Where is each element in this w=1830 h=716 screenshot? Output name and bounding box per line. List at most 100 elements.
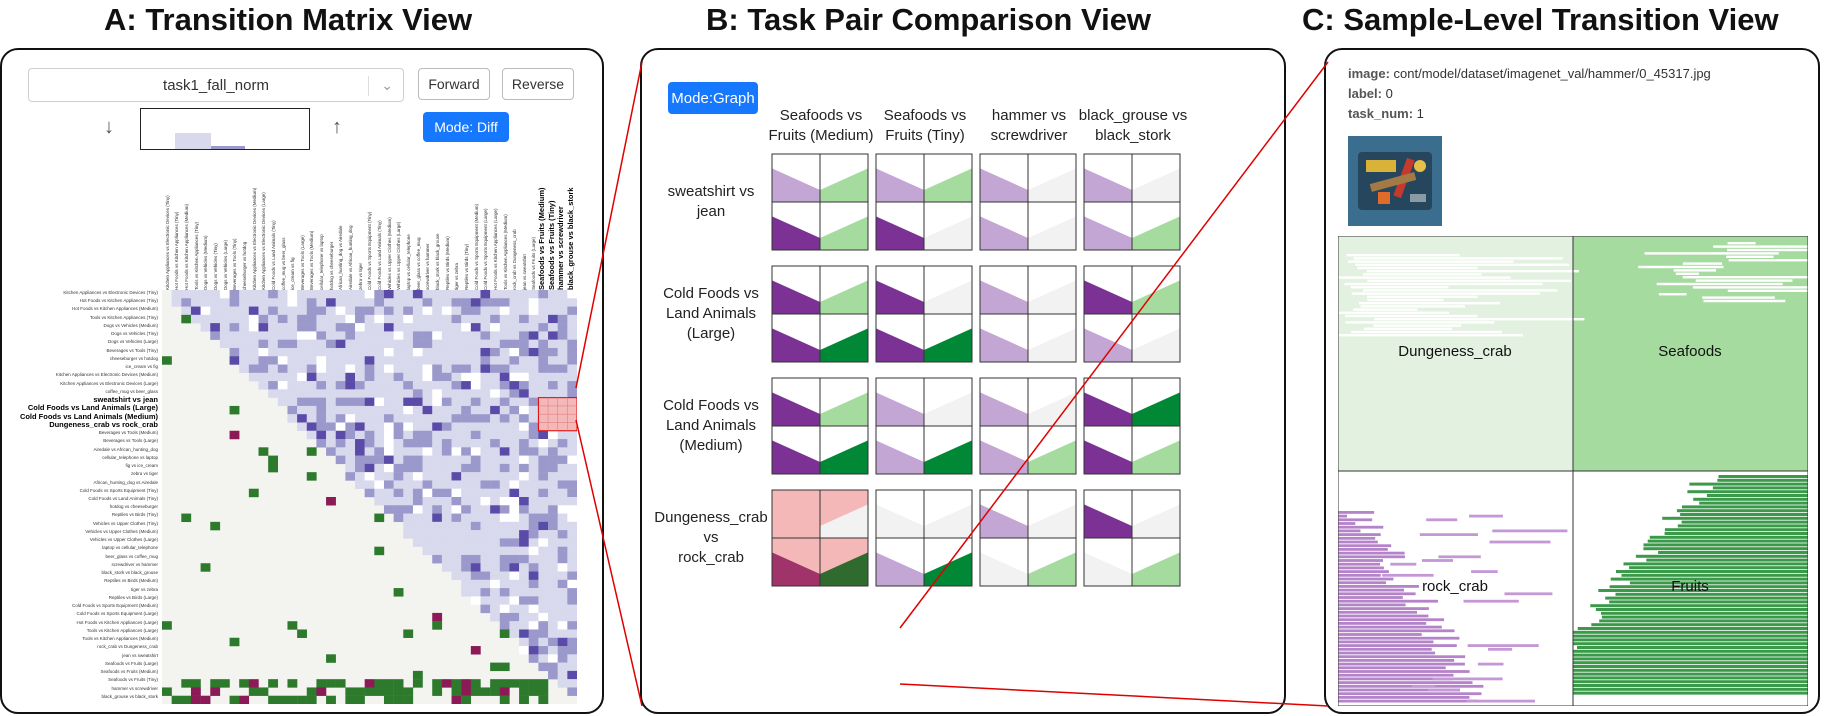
matrix-cell[interactable]: [480, 455, 491, 465]
matrix-cell[interactable]: [461, 679, 472, 688]
matrix-cell[interactable]: [451, 314, 462, 324]
matrix-cell[interactable]: [470, 563, 481, 572]
matrix-cell[interactable]: [432, 439, 443, 448]
matrix-cell[interactable]: [345, 381, 356, 390]
matrix-cell[interactable]: [451, 563, 462, 572]
matrix-cell[interactable]: [355, 298, 365, 307]
matrix-cell[interactable]: [451, 455, 462, 465]
matrix-cell[interactable]: [470, 372, 481, 382]
matrix-cell[interactable]: [528, 538, 539, 547]
matrix-cell[interactable]: [548, 604, 558, 614]
matrix-cell[interactable]: [181, 513, 192, 523]
matrix-cell[interactable]: [567, 679, 577, 688]
matrix-cell[interactable]: [422, 306, 433, 316]
matrix-cell[interactable]: [412, 472, 423, 481]
matrix-cell[interactable]: [326, 290, 336, 299]
matrix-cell[interactable]: [490, 538, 500, 547]
matrix-cell[interactable]: [451, 679, 462, 688]
matrix-cell[interactable]: [326, 331, 336, 340]
matrix-cell[interactable]: [306, 381, 317, 390]
matrix-cell[interactable]: [403, 405, 414, 415]
matrix-cell[interactable]: [509, 679, 520, 688]
matrix-cell[interactable]: [335, 414, 346, 423]
matrix-cell[interactable]: [316, 397, 327, 407]
matrix-cell[interactable]: [490, 571, 500, 580]
matrix-cell[interactable]: [519, 546, 529, 556]
matrix-cell[interactable]: [258, 290, 269, 299]
matrix-cell[interactable]: [461, 439, 472, 448]
matrix-cell[interactable]: [499, 472, 510, 481]
matrix-cell[interactable]: [403, 339, 414, 349]
matrix-cell[interactable]: [277, 298, 288, 307]
matrix-cell[interactable]: [374, 513, 385, 523]
sample-transition-grid[interactable]: [1338, 236, 1808, 706]
matrix-cell[interactable]: [538, 455, 549, 465]
matrix-cell[interactable]: [181, 298, 192, 307]
matrix-cell[interactable]: [470, 314, 481, 324]
matrix-cell[interactable]: [248, 356, 259, 365]
matrix-cell[interactable]: [528, 364, 539, 373]
matrix-cell[interactable]: [190, 314, 201, 324]
matrix-cell[interactable]: [432, 290, 443, 299]
matrix-cell[interactable]: [316, 389, 327, 398]
matrix-cell[interactable]: [200, 563, 211, 572]
matrix-cell[interactable]: [316, 414, 327, 423]
matrix-cell[interactable]: [470, 488, 481, 498]
matrix-cell[interactable]: [412, 505, 423, 514]
matrix-cell[interactable]: [548, 530, 558, 539]
matrix-cell[interactable]: [383, 695, 394, 704]
matrix-cell[interactable]: [557, 430, 568, 440]
matrix-cell[interactable]: [538, 554, 549, 564]
matrix-cell[interactable]: [557, 621, 568, 630]
matrix-cell[interactable]: [383, 480, 394, 489]
matrix-cell[interactable]: [509, 455, 520, 465]
matrix-cell[interactable]: [383, 389, 394, 398]
matrix-cell[interactable]: [335, 290, 346, 299]
matrix-cell[interactable]: [287, 298, 298, 307]
matrix-cell[interactable]: [422, 463, 433, 473]
matrix-cell[interactable]: [509, 381, 520, 390]
matrix-cell[interactable]: [297, 372, 307, 382]
matrix-cell[interactable]: [490, 455, 500, 465]
matrix-cell[interactable]: [316, 687, 327, 696]
matrix-cell[interactable]: [490, 579, 500, 589]
matrix-cell[interactable]: [470, 571, 481, 580]
matrix-cell[interactable]: [355, 323, 365, 332]
matrix-cell[interactable]: [538, 596, 549, 605]
matrix-cell[interactable]: [297, 356, 307, 365]
matrix-cell[interactable]: [461, 513, 472, 523]
matrix-cell[interactable]: [519, 497, 529, 506]
matrix-cell[interactable]: [461, 563, 472, 572]
matrix-cell[interactable]: [355, 463, 365, 473]
matrix-cell[interactable]: [441, 364, 452, 373]
matrix-cell[interactable]: [422, 314, 433, 324]
matrix-cell[interactable]: [499, 488, 510, 498]
matrix-cell[interactable]: [393, 306, 404, 316]
matrix-cell[interactable]: [422, 347, 433, 357]
matrix-cell[interactable]: [422, 414, 433, 423]
matrix-cell[interactable]: [297, 364, 307, 373]
matrix-cell[interactable]: [490, 612, 500, 622]
matrix-cell[interactable]: [374, 422, 385, 431]
matrix-cell[interactable]: [451, 546, 462, 556]
matrix-cell[interactable]: [451, 497, 462, 506]
matrix-cell[interactable]: [519, 571, 529, 580]
matrix-cell[interactable]: [470, 298, 481, 307]
matrix-cell[interactable]: [519, 339, 529, 349]
matrix-cell[interactable]: [470, 356, 481, 365]
matrix-cell[interactable]: [432, 472, 443, 481]
matrix-cell[interactable]: [480, 521, 491, 531]
matrix-cell[interactable]: [557, 389, 568, 398]
matrix-cell[interactable]: [538, 654, 549, 663]
matrix-cell[interactable]: [557, 604, 568, 614]
matrix-cell[interactable]: [461, 389, 472, 398]
matrix-cell[interactable]: [306, 372, 317, 382]
matrix-cell[interactable]: [297, 397, 307, 407]
matrix-cell[interactable]: [538, 579, 549, 589]
matrix-cell[interactable]: [441, 356, 452, 365]
matrix-cell[interactable]: [470, 347, 481, 357]
matrix-cell[interactable]: [557, 323, 568, 332]
matrix-cell[interactable]: [499, 679, 510, 688]
matrix-cell[interactable]: [364, 472, 375, 481]
matrix-cell[interactable]: [393, 488, 404, 498]
